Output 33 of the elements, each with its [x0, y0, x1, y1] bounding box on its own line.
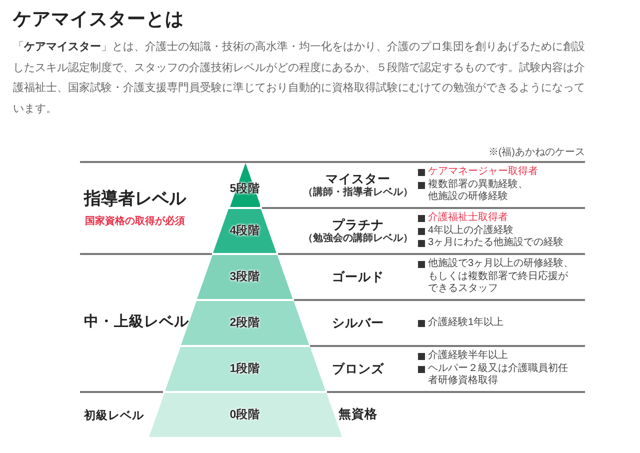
rank-subtitle: （勉強会の講師レベル） [303, 232, 413, 244]
requirement-item: 3ヶ月にわたる他施設での経験 [428, 237, 565, 250]
requirement-item: ヘルパー２級又は介護職員初任者研修資格取得 [428, 362, 569, 388]
pyramid-tier [213, 209, 277, 253]
rank-name: シルバー [332, 316, 384, 330]
requirement-item: 介護経験1年以上 [428, 316, 505, 330]
rank-name: マイスター [326, 172, 390, 186]
level-group-label: 指導者レベル [84, 189, 186, 209]
rank-subtitle: （講師・指導者レベル） [303, 186, 413, 198]
rank-name: プラチナ [332, 218, 384, 232]
requirement-item: 介護福祉士取得者 [428, 212, 509, 224]
rank-name: ゴールド [332, 270, 384, 284]
tier-label: 1段階 [230, 362, 260, 376]
tier-label: 0段階 [230, 408, 260, 422]
requirement-item: 複数部署の異動経験、他施設の研修経験 [428, 178, 529, 204]
source-note: ※(福)あかねのケース [488, 147, 585, 159]
pyramid-tier [197, 255, 293, 299]
rank-name: ブロンズ [332, 362, 384, 376]
requirement-item: 介護経験半年以上 [428, 350, 509, 363]
requirement-item: ケアマネージャー取得者 [428, 166, 539, 178]
level-group-label: 中・上級レベル [84, 313, 189, 331]
requirement-note: 国家資格の取得が必須 [85, 216, 185, 228]
page-title: ケアマイスターとは [13, 7, 184, 31]
level-group-label: 初級レベル [84, 409, 144, 423]
requirement-item: 4年以上の介護経験 [428, 224, 515, 236]
requirement-item: 他施設で3ヶ月以上の研修経験、もしくは複数部署で終日応援ができるスタッフ [428, 258, 575, 296]
tier-label: 3段階 [230, 270, 260, 284]
pyramid-tier [164, 347, 326, 391]
tier-label: 2段階 [230, 316, 260, 330]
rank-name: 無資格 [338, 407, 378, 422]
pyramid-tier [230, 163, 260, 207]
intro-paragraph: 「ケアマイスター」とは、介護士の知識・技術の高水準・均一化をはかり、介護のプロ集団を創りあげるために創設したスキル認定制度で、スタッフの介護技術レベルがどの程度にあるか、５段階で認定するものです。試験内容は介護福祉士、国家試験・介護支援専門員受験に準じており自動的に資格取得試験にむけての勉強ができるようになっています。 [13, 40, 586, 116]
tier-label: 4段階 [230, 224, 260, 238]
